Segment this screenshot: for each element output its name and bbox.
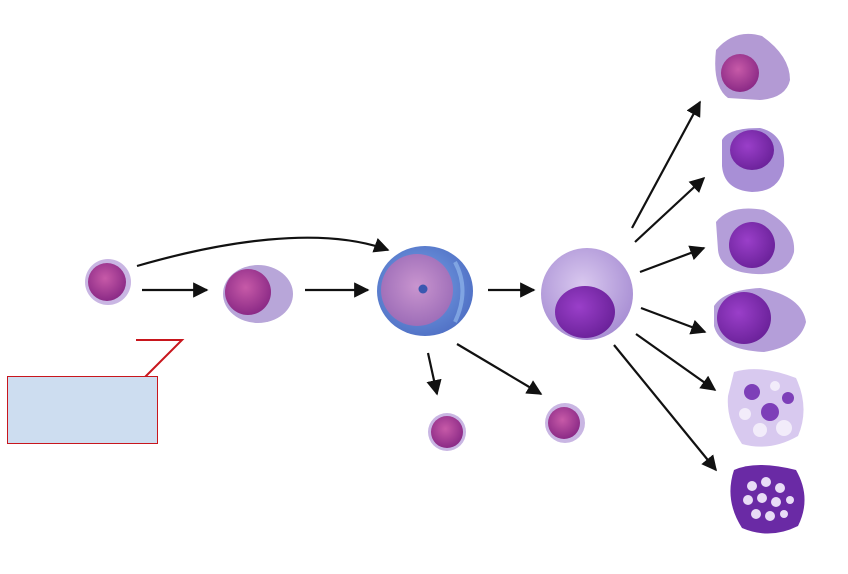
terminal-cell-3 xyxy=(716,208,795,275)
small-cell-a xyxy=(428,413,466,451)
arrow-to-terminal-6 xyxy=(613,344,717,472)
terminal-cell-5 xyxy=(727,369,804,447)
small-cell-b xyxy=(545,403,585,443)
arrow-blast-to-small-b xyxy=(456,343,543,395)
arrow-to-terminal-5 xyxy=(635,333,717,391)
arrow-to-terminal-4 xyxy=(640,306,707,335)
arrow-to-terminal-2 xyxy=(634,176,706,243)
label-box xyxy=(7,376,158,444)
monocytoid-precursor xyxy=(541,248,633,340)
label-leader-line xyxy=(136,339,185,379)
terminal-cell-4 xyxy=(714,288,806,352)
terminal-cell-2 xyxy=(722,128,785,192)
terminal-cell-1 xyxy=(715,33,790,100)
arrow-to-terminal-3 xyxy=(639,245,706,274)
arrow-to-terminal-1 xyxy=(631,100,701,229)
arrow-blast-to-small-a xyxy=(426,352,442,396)
lymphoid-progenitor xyxy=(223,265,293,323)
terminal-cell-6 xyxy=(730,465,805,534)
arrow-stem-to-blast-curved xyxy=(136,236,390,268)
arrows xyxy=(136,100,717,472)
large-blast xyxy=(377,246,473,336)
stem-cell xyxy=(85,259,131,305)
